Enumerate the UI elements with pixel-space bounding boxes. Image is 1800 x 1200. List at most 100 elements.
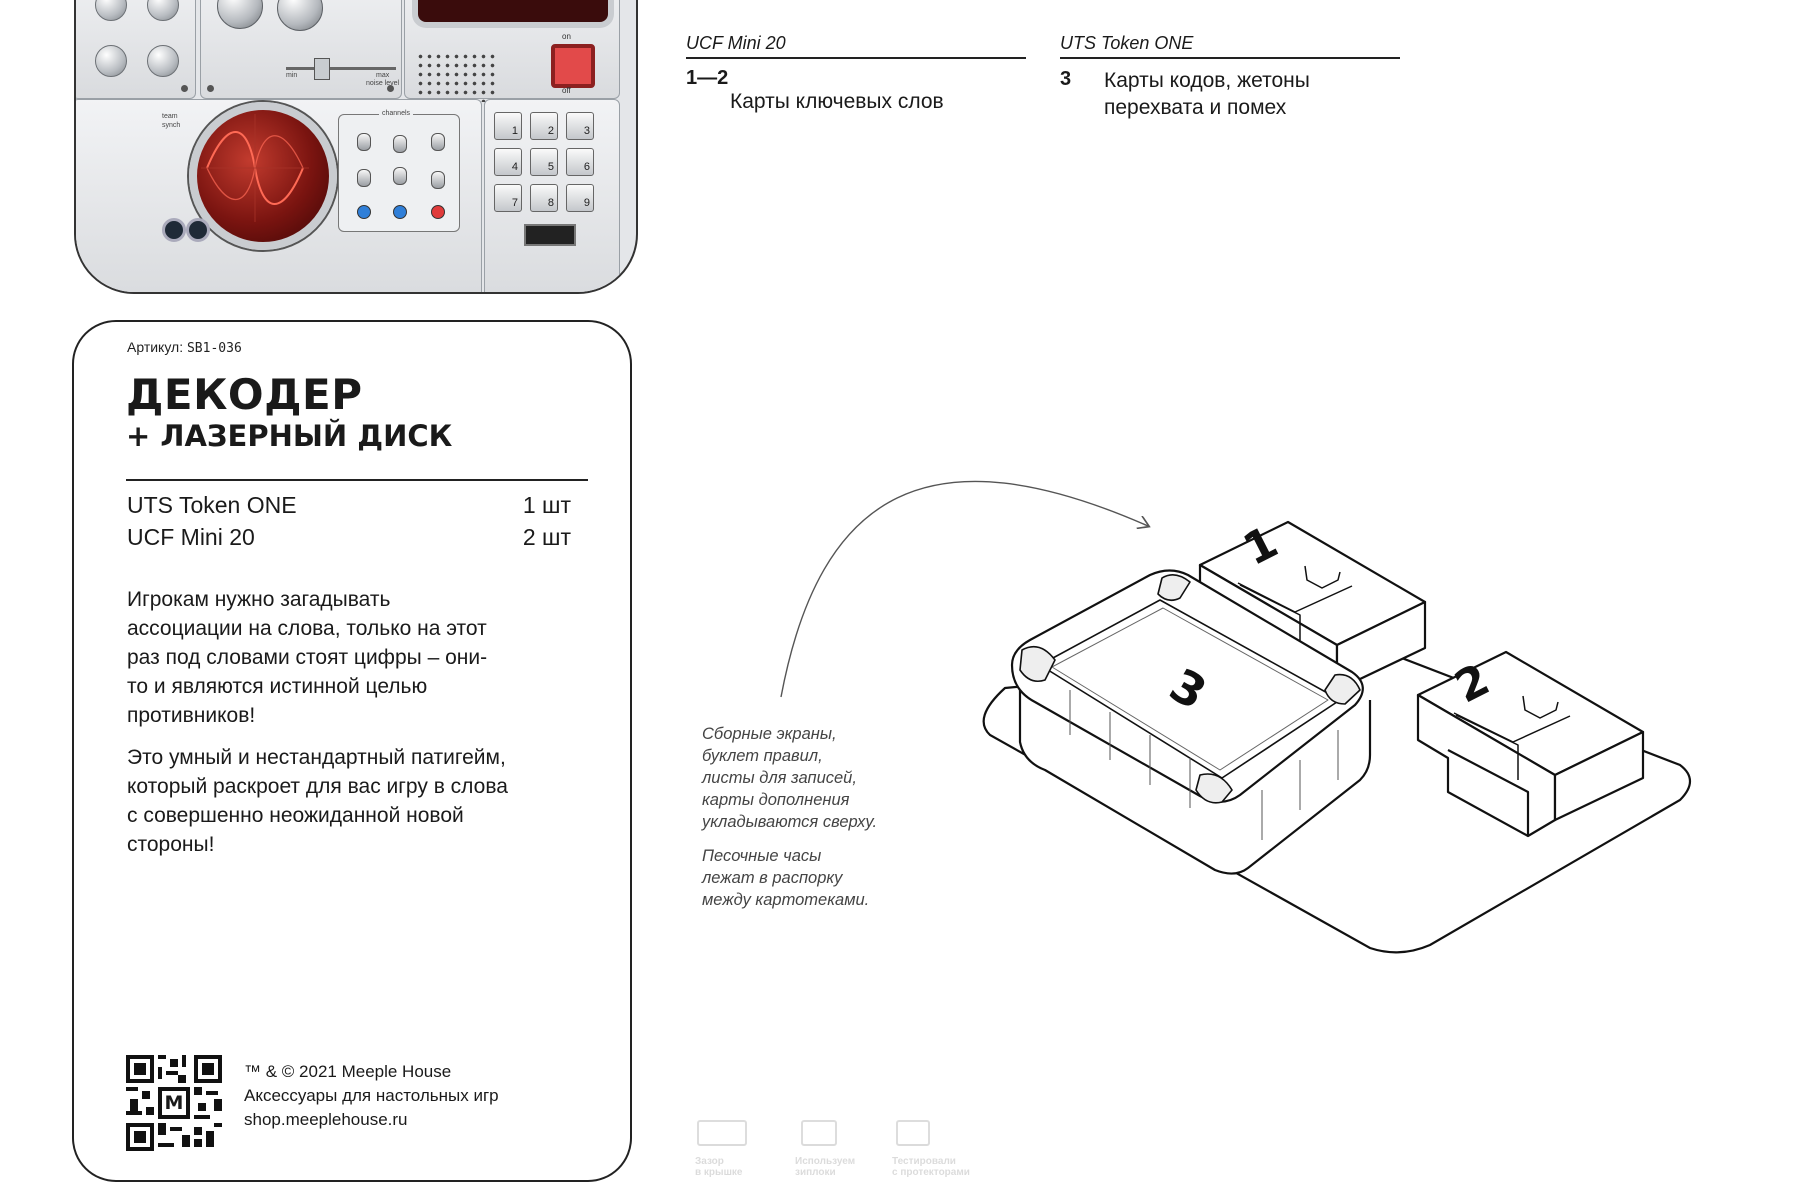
note-line: Сборные экраны, bbox=[702, 725, 837, 743]
lid-gap-badge: Зазор в крышке bbox=[695, 1120, 747, 1178]
badge-line: с протекторами bbox=[892, 1167, 970, 1178]
legend-text: перехвата и помех bbox=[1104, 96, 1287, 119]
noise-slider-handle bbox=[314, 58, 330, 80]
sleeve-icon bbox=[896, 1120, 930, 1146]
note-line: лежат в распорку bbox=[702, 869, 843, 887]
note-line: укладываются сверху. bbox=[702, 813, 878, 831]
product-card: Артикул: SB1-036 ДЕКОДЕР + ЛАЗЕРНЫЙ ДИСК… bbox=[72, 320, 632, 1182]
description-line: Это умный и нестандартный патигейм, bbox=[127, 746, 506, 769]
legend-column-1: UCF Mini 20 1—2 Карты ключевых слов bbox=[686, 33, 1026, 115]
badge-line: зиплоки bbox=[795, 1167, 836, 1178]
sku-label: Артикул: bbox=[127, 339, 184, 355]
footer-tagline: Аксессуары для настольных игр bbox=[244, 1086, 499, 1105]
red-led bbox=[431, 205, 445, 219]
max-label: max bbox=[376, 72, 390, 79]
toggle-switch bbox=[431, 171, 445, 189]
ziplock-icon bbox=[801, 1120, 837, 1146]
description-line: который раскроет для вас игру в слова bbox=[127, 775, 508, 798]
team-synch-label: team synch bbox=[162, 113, 181, 129]
description-line: ассоциации на слова, только на этот bbox=[127, 617, 487, 640]
description-line: противников! bbox=[127, 704, 256, 727]
sleeve-badge: Тестировали с протекторами bbox=[892, 1120, 970, 1178]
toggle-switch bbox=[431, 133, 445, 151]
legend-text: Карты ключевых слов bbox=[730, 90, 944, 113]
item-name: UTS Token ONE bbox=[127, 492, 297, 518]
item-quantity: 1 шт bbox=[522, 492, 571, 518]
noise-slider-track bbox=[286, 67, 396, 70]
qr-code: M bbox=[126, 1055, 222, 1151]
device-panel-artwork: min max noise level on off team synch ch… bbox=[74, 0, 638, 294]
toggle-switch bbox=[357, 133, 371, 151]
description-line: стороны! bbox=[127, 833, 215, 856]
keypad-key: 5 bbox=[530, 148, 558, 176]
title-divider bbox=[126, 479, 588, 481]
qr-center-logo: M bbox=[164, 1092, 184, 1114]
note-line: карты дополнения bbox=[702, 791, 850, 809]
legend-header: UCF Mini 20 bbox=[686, 33, 786, 53]
numeric-keypad: 1 2 3 4 5 6 7 8 9 bbox=[494, 112, 600, 216]
legend-text: Карты кодов, жетоны bbox=[1104, 69, 1310, 92]
badge-line: Тестировали bbox=[892, 1156, 956, 1167]
channels-box: channels bbox=[338, 110, 460, 232]
badge-line: Зазор bbox=[695, 1156, 724, 1167]
audio-jack bbox=[186, 218, 210, 242]
description-line: раз под словами стоят цифры – они- bbox=[127, 646, 488, 669]
contents-row: UTS Token ONE 1 шт bbox=[127, 492, 571, 519]
knob-panel-left bbox=[76, 0, 196, 99]
off-label: off bbox=[562, 86, 571, 95]
audio-jack bbox=[162, 218, 186, 242]
footer-url: shop.meeplehouse.ru bbox=[244, 1110, 408, 1129]
noise-level-label: noise level bbox=[366, 80, 400, 87]
note-line: листы для записей, bbox=[702, 769, 857, 787]
keypad-key: 8 bbox=[530, 184, 558, 212]
screw bbox=[387, 85, 394, 92]
keypad-key: 2 bbox=[530, 112, 558, 140]
legend-header: UTS Token ONE bbox=[1060, 33, 1194, 53]
toggle-switch bbox=[393, 135, 407, 153]
noise-panel bbox=[200, 0, 402, 99]
description-line: Игрокам нужно загадывать bbox=[127, 588, 391, 611]
on-label: on bbox=[562, 32, 571, 41]
speaker-grille bbox=[416, 52, 496, 102]
screw bbox=[207, 85, 214, 92]
dial-knob bbox=[95, 45, 127, 77]
keypad-key: 1 bbox=[494, 112, 522, 140]
legend-number: 1—2 bbox=[686, 67, 729, 89]
blue-led bbox=[393, 205, 407, 219]
keypad-key: 7 bbox=[494, 184, 522, 212]
token-tray-3 bbox=[1010, 569, 1372, 875]
legend-column-2: UTS Token ONE 3 Карты кодов, жетоны пере… bbox=[1060, 33, 1400, 121]
sku-code: SB1-036 bbox=[186, 341, 242, 356]
screw bbox=[181, 85, 188, 92]
keypad-key: 4 bbox=[494, 148, 522, 176]
assembly-note-2: Песочные часы лежат в распорку между кар… bbox=[702, 845, 869, 911]
card-port bbox=[524, 224, 576, 246]
sku-line: Артикул: SB1-036 bbox=[127, 339, 242, 356]
dial-knob bbox=[147, 45, 179, 77]
keypad-key: 3 bbox=[566, 112, 594, 140]
blue-led bbox=[357, 205, 371, 219]
product-subtitle: + ЛАЗЕРНЫЙ ДИСК bbox=[126, 419, 453, 453]
contents-row: UCF Mini 20 2 шт bbox=[127, 524, 571, 551]
ziplock-badge: Используем зиплоки bbox=[795, 1120, 855, 1178]
oscilloscope-screen bbox=[189, 102, 337, 250]
note-line: буклет правил, bbox=[702, 747, 823, 765]
legend-rule bbox=[686, 57, 1026, 59]
placement-arrow bbox=[780, 480, 1148, 698]
toggle-switch bbox=[393, 167, 407, 185]
legend-rule bbox=[1060, 57, 1400, 59]
note-line: Песочные часы bbox=[702, 847, 822, 865]
product-title: ДЕКОДЕР bbox=[126, 370, 363, 419]
description-line: с совершенно неожиданной новой bbox=[127, 804, 464, 827]
keypad-key: 9 bbox=[566, 184, 594, 212]
legend-number: 3 bbox=[1060, 68, 1072, 90]
min-label: min bbox=[286, 72, 298, 79]
toggle-switch bbox=[357, 169, 371, 187]
description-paragraph-2: Это умный и нестандартный патигейм, кото… bbox=[127, 743, 587, 859]
badge-line: Используем bbox=[795, 1156, 856, 1167]
card-file-2 bbox=[1416, 650, 1645, 838]
description-line: то и являются истинной целью bbox=[127, 675, 428, 698]
channels-label: channels bbox=[379, 110, 414, 117]
item-name: UCF Mini 20 bbox=[127, 524, 255, 550]
